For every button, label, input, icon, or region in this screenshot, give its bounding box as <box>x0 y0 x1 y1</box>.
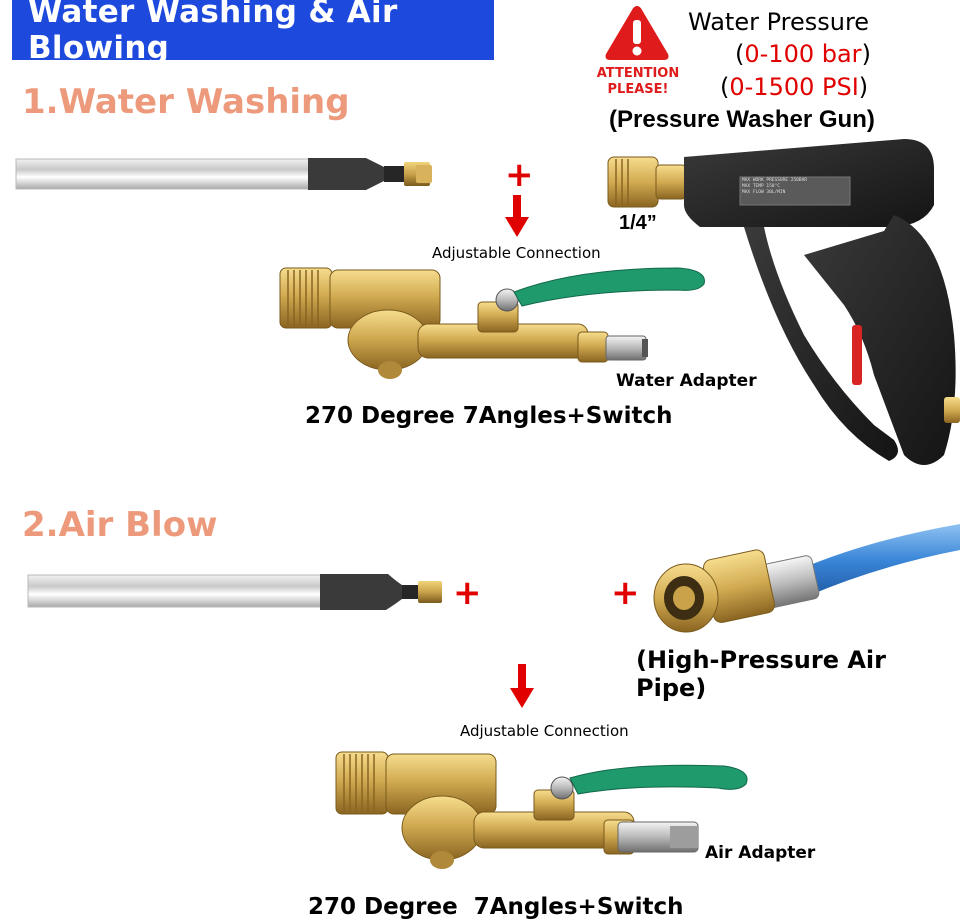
down-arrow-icon <box>510 664 534 708</box>
wand-lance-1 <box>15 158 432 190</box>
connector-size-label: 1/4” <box>619 212 657 234</box>
gun-spec-line: MAX WORK PRESSURE 250BAR <box>742 178 808 183</box>
adjustable-connection-label-1: Adjustable Connection <box>432 244 601 262</box>
product-caption-1: 270 Degree 7Angles+Switch <box>305 403 673 429</box>
pressure-bar-value: 0-100 bar <box>744 40 862 68</box>
air-pipe-label: (High-Pressure Air Pipe) <box>636 646 886 702</box>
gun-spec-plate: MAX WORK PRESSURE 250BAR MAX TEMP 150°C … <box>742 178 846 196</box>
gun-spec-line: MAX TEMP 150°C <box>742 184 780 189</box>
air-adapter-label: Air Adapter <box>705 843 816 863</box>
plus-icon: + <box>611 573 640 613</box>
wand-lance-2 <box>27 574 442 610</box>
plus-icon: + <box>453 573 482 613</box>
attention-line1: ATTENTION <box>596 66 680 81</box>
banner-title: Water Washing & Air Blowing <box>28 0 398 66</box>
gun-label: (Pressure Washer Gun) <box>609 106 875 133</box>
gun-spec-line: MAX FLOW 30L/MIN <box>742 190 786 195</box>
pressure-psi-value: 0-1500 PSI <box>729 73 859 101</box>
pressure-washer-gun <box>607 139 960 465</box>
water-adapter-label: Water Adapter <box>616 371 757 391</box>
plus-icon: + <box>505 155 534 195</box>
attention-line2: PLEASE! <box>607 82 669 97</box>
section1-title: 1.Water Washing <box>22 82 350 122</box>
product-caption-2: 270 Degree 7Angles+Switch <box>308 894 684 920</box>
pressure-psi: (0-1500 PSI) <box>720 73 868 101</box>
pressure-bar: (0-100 bar) <box>735 40 871 68</box>
warning-triangle-icon <box>605 6 669 60</box>
high-pressure-air-pipe <box>653 524 960 633</box>
swivel-valve-assembly-1 <box>279 267 705 379</box>
down-arrow-icon <box>505 195 529 237</box>
attention-text: ATTENTION PLEASE! <box>582 66 694 98</box>
paren-close: ) <box>858 73 869 101</box>
section2-title: 2.Air Blow <box>22 505 218 545</box>
paren-close: ) <box>861 40 871 68</box>
page-banner: Water Washing & Air Blowing <box>12 0 494 66</box>
paren-open: ( <box>720 73 730 101</box>
pressure-title: Water Pressure <box>688 8 870 36</box>
swivel-valve-assembly-2 <box>335 751 748 869</box>
paren-open: ( <box>735 40 745 68</box>
adjustable-connection-label-2: Adjustable Connection <box>460 722 629 740</box>
